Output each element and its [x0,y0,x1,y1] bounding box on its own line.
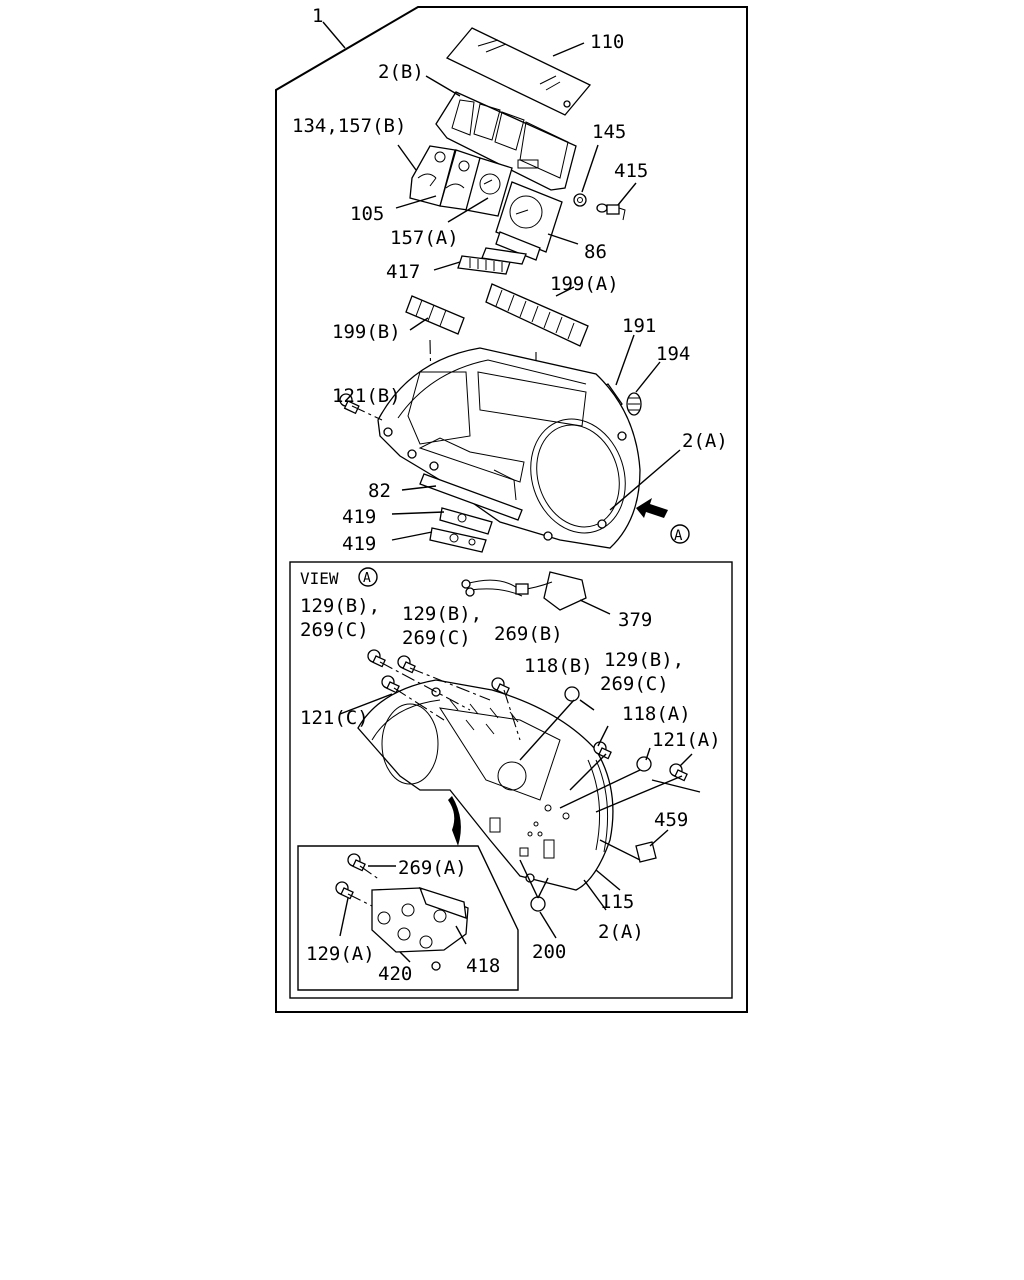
view-a-frame [289,561,733,999]
callout-115: 115 [600,891,634,913]
outer-frame [275,6,748,1013]
part-415-socket [596,203,626,221]
callout-2a-bottom: 2(A) [598,921,644,943]
callout-129b-2: 129(B), [402,603,482,625]
part-379-harness [461,571,587,611]
part-145-bulb [573,193,587,207]
callout-129b-3: 129(B), [604,649,684,671]
circle-letter-icon [358,567,378,587]
callout-269c-3: 269(C) [600,673,669,695]
callout-199a: 199(A) [550,273,619,295]
callout-129a: 129(A) [306,943,375,965]
part-199b-lens-strip [405,295,465,335]
callout-419-lower: 419 [342,533,376,555]
callout-379: 379 [618,609,652,631]
part-419-clip-upper [439,507,493,535]
callout-420: 420 [378,963,412,985]
callout-121c: 121(C) [300,707,369,729]
circle-letter-a: A [674,528,683,544]
callout-269a: 269(A) [398,857,467,879]
part-417-connector [457,247,527,275]
arrow-icon [448,796,461,846]
circle-letter-icon [670,524,690,544]
callout-199b: 199(B) [332,321,401,343]
callout-417: 417 [386,261,420,283]
bolt-icon [367,649,688,912]
callout-418: 418 [466,955,500,977]
callout-415: 415 [614,160,648,182]
part-2b-hood [435,91,577,191]
callout-191: 191 [622,315,656,337]
part-121b-screw [339,393,360,415]
view-title-mark: A [363,571,371,586]
part-82-bracket [419,473,523,521]
callout-157a: 157(A) [390,227,459,249]
part-86-speedometer [495,181,563,261]
part-105-gauge-panel [409,145,513,217]
callout-129b-1: 129(B), [300,595,380,617]
callout-82: 82 [368,480,391,502]
callout-86: 86 [584,241,607,263]
callout-145: 145 [592,121,626,143]
inset-box [297,845,519,991]
part-459-clip [635,841,657,863]
part-419-clip-lower [429,527,487,553]
view-title: VIEW [300,569,339,588]
arrow-icon [636,498,668,518]
callout-1: 1 [312,5,323,27]
callout-459: 459 [654,809,688,831]
bolt-icon [335,853,366,900]
callout-110: 110 [590,31,624,53]
callout-269c-1: 269(C) [300,619,369,641]
callout-105: 105 [350,203,384,225]
callout-2a-top: 2(A) [682,430,728,452]
callout-134-157b: 134,157(B) [292,115,406,137]
part-110-glass [445,27,592,116]
callout-121b: 121(B) [332,385,401,407]
callout-269c-2: 269(C) [402,627,471,649]
callout-194: 194 [656,343,690,365]
callout-2b: 2(B) [378,61,424,83]
callout-121a: 121(A) [652,729,721,751]
part-2a-housing [377,347,641,549]
callout-419-upper: 419 [342,506,376,528]
part-199a-lens-strip [485,283,589,347]
part-420-plate [371,886,469,971]
part-194-bulb [626,392,642,416]
callout-118a: 118(A) [622,703,691,725]
callout-200: 200 [532,941,566,963]
callout-269b: 269(B) [494,623,563,645]
callout-118b: 118(B) [524,655,593,677]
